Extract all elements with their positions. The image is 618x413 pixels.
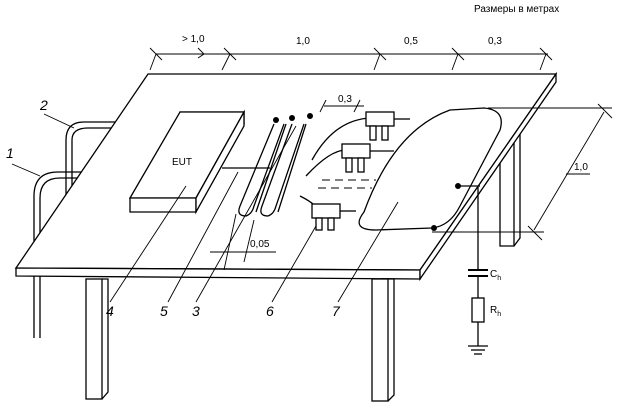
callout-2: 2 <box>39 97 48 113</box>
top-dimension-chain <box>149 47 553 71</box>
callout-3: 3 <box>192 303 200 319</box>
strip-dimension <box>319 99 364 113</box>
eut-label: EUT <box>172 157 192 168</box>
cable-1 <box>33 171 100 338</box>
dashed-reference <box>318 179 376 189</box>
table-leg-front-right <box>371 278 395 402</box>
rh-label: Rh <box>490 305 501 318</box>
eut-box <box>128 109 246 215</box>
dim-1-0-label: 1,0 <box>296 36 310 47</box>
callout-6: 6 <box>266 303 274 319</box>
callout-5: 5 <box>160 303 168 319</box>
callout-4: 4 <box>106 303 114 319</box>
earth-lead <box>455 183 488 355</box>
callout-leaders <box>11 113 399 303</box>
units-caption: Размеры в метрах <box>474 4 560 15</box>
dimension-right <box>432 103 613 241</box>
callout-7: 7 <box>332 303 341 319</box>
dim-right-label: 1,0 <box>574 162 588 173</box>
table-leg-front-left <box>85 278 109 400</box>
dim-gt1-label: > 1,0 <box>182 34 205 45</box>
callout-1: 1 <box>6 145 14 161</box>
ch-label: Ch <box>490 269 501 282</box>
dim-0-5-label: 0,5 <box>404 36 418 47</box>
dim-0-05-label: 0,05 <box>250 239 270 250</box>
dim-0-3-top-label: 0,3 <box>488 36 502 47</box>
coupling-strips <box>238 113 313 217</box>
dim-0-3-strips-label: 0,3 <box>338 94 352 105</box>
ground-plane <box>358 107 502 231</box>
current-probes <box>299 111 410 231</box>
